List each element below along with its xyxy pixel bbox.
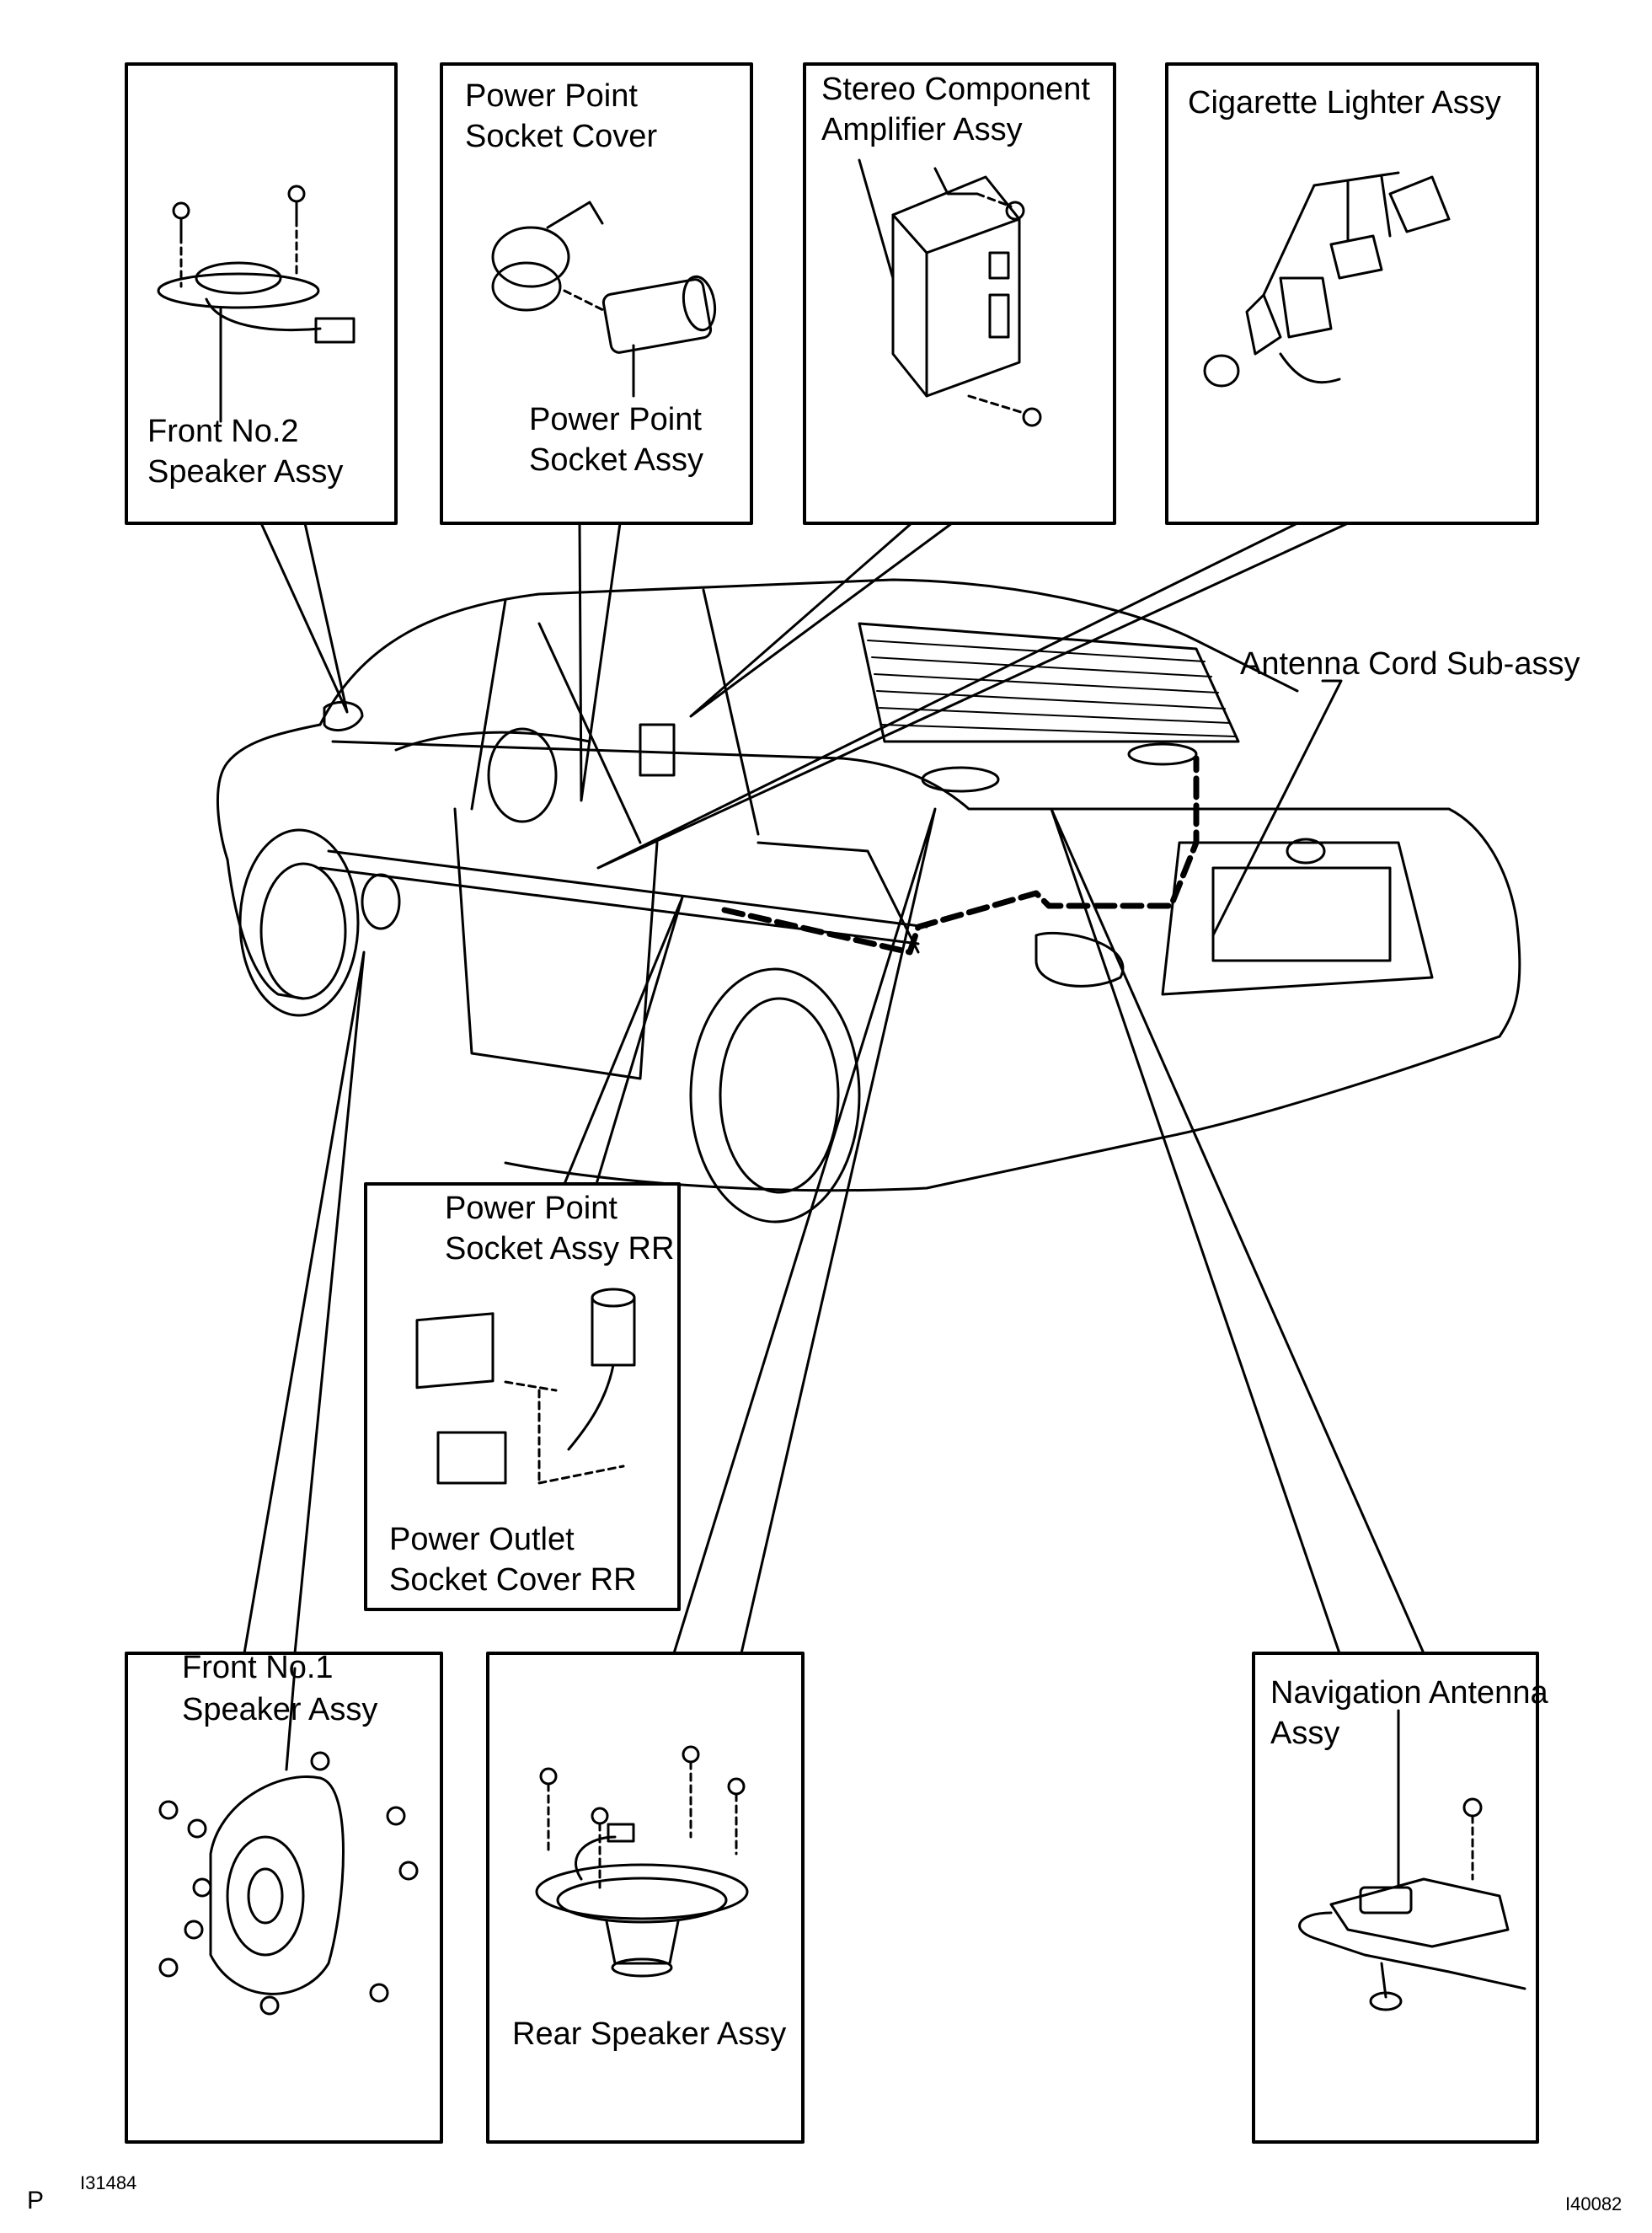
box-power-point-rr [364, 1182, 681, 1611]
power-point-socket-illustration [491, 201, 717, 398]
label-front-no2-line1: Front No.2 [147, 414, 299, 449]
rear-speaker-illustration [535, 1745, 749, 1978]
label-stereo-component-line1: Stereo Component [821, 72, 1090, 107]
label-stereo-component-line2: Amplifier Assy [821, 112, 1023, 147]
label-navigation-antenna-line1: Navigation Antenna [1270, 1675, 1548, 1711]
label-cigarette-lighter: Cigarette Lighter Assy [1188, 85, 1501, 120]
power-point-rr-illustration [415, 1288, 636, 1485]
label-antenna-cord: Antenna Cord Sub-assy [1240, 646, 1580, 682]
label-power-point-rr-line2: Socket Assy RR [445, 1231, 675, 1266]
front-no1-speaker-illustration [158, 1667, 419, 2016]
label-power-outlet-line2: Socket Cover RR [389, 1562, 637, 1598]
front-no2-speaker-illustration [157, 185, 356, 423]
figure-id-left: I31484 [80, 2172, 137, 2193]
label-power-point-socket-assy-line1: Power Point [529, 402, 702, 437]
label-power-point-socket-cover-line2: Socket Cover [465, 119, 658, 154]
figure-id-right: I40082 [1565, 2193, 1623, 2214]
box-stereo-amplifier [803, 62, 1116, 525]
antenna-cord-dashed [721, 755, 1200, 956]
box-power-point-socket [440, 62, 753, 525]
page-marker: P [27, 2187, 45, 2214]
vehicle-body [216, 578, 1521, 1224]
box-rear-speaker [486, 1652, 805, 2144]
cigarette-lighter-illustration [1203, 171, 1451, 388]
label-power-outlet-line1: Power Outlet [389, 1522, 575, 1557]
box-cigarette-lighter [1165, 62, 1539, 525]
box-navigation-antenna [1252, 1652, 1539, 2144]
stereo-amplifier-illustration [858, 158, 1042, 427]
label-front-no1-line1: Front No.1 [182, 1650, 334, 1685]
label-rear-speaker: Rear Speaker Assy [512, 2016, 787, 2052]
leader-lines [243, 522, 1425, 1655]
label-navigation-antenna-line2: Assy [1270, 1716, 1340, 1751]
label-front-no1-line2: Speaker Assy [182, 1692, 378, 1727]
box-front-no1-speaker [125, 1652, 443, 2144]
label-power-point-socket-cover-line1: Power Point [465, 78, 638, 114]
navigation-antenna-illustration [1298, 1709, 1526, 2011]
label-power-point-socket-assy-line2: Socket Assy [529, 442, 703, 478]
label-front-no2-line2: Speaker Assy [147, 454, 344, 490]
label-power-point-rr-line1: Power Point [445, 1191, 617, 1226]
